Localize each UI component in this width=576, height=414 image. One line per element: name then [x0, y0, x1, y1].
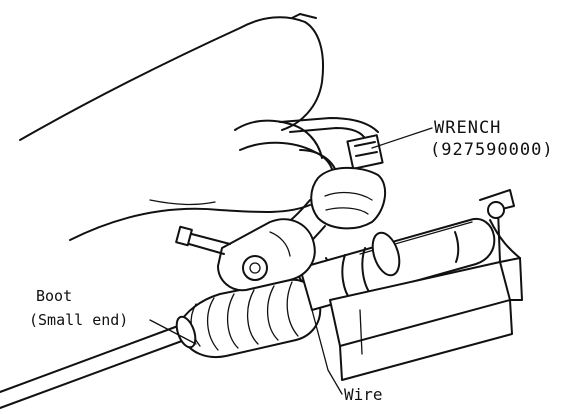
rack-housing: [299, 218, 496, 311]
inner-tie-rod: [0, 325, 191, 409]
thumb-illustration: [310, 166, 387, 230]
support-stand: [329, 189, 523, 381]
wrench-part-number: (927590000): [430, 140, 554, 160]
rubber-boot: [175, 278, 322, 358]
hand-illustration: [19, 13, 339, 241]
leader-lines: [149, 127, 433, 395]
pinion-housing: [175, 218, 316, 292]
wrench-label: WRENCH: [434, 118, 502, 138]
boot-label: Boot: [36, 287, 73, 305]
boot-detail-label: (Small end): [29, 311, 129, 329]
wrench-illustration: [279, 117, 384, 170]
wire-label: Wire: [344, 385, 383, 404]
